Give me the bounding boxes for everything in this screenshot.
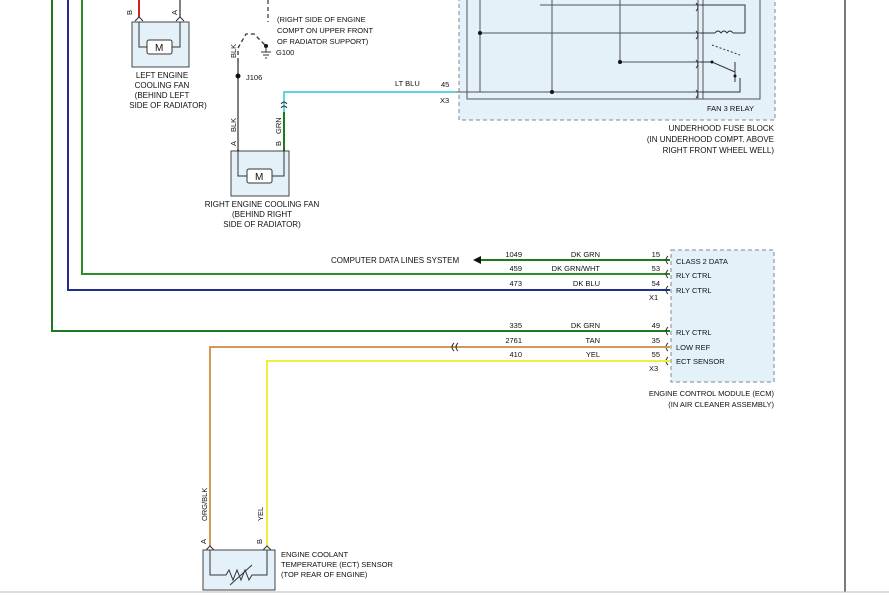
ecm-row-1049: 1049 DK GRN 15 CLASS 2 DATA <box>505 250 728 266</box>
pin-function: ECT SENSOR <box>676 357 725 366</box>
ecm-connector-x3: X3 <box>649 364 658 373</box>
right-fan-pin-a-color: BLK <box>229 118 238 132</box>
ecm-row-2761: 2761 TAN 35 LOW REF <box>505 336 710 352</box>
wire-color: TAN <box>586 336 600 345</box>
ect-pin-b: B <box>255 539 264 544</box>
motor-icon <box>146 39 173 55</box>
ect-label-2: TEMPERATURE (ECT) SENSOR <box>281 560 394 569</box>
ecm-row-335: 335 DK GRN 49 RLY CTRL <box>509 321 711 337</box>
ect-label-1: ENGINE COOLANT <box>281 550 349 559</box>
ecm-box <box>670 249 775 383</box>
pin-number: 55 <box>652 350 660 359</box>
left-fan-label-2: COOLING FAN <box>135 81 190 90</box>
fuse-block-label-3: RIGHT FRONT WHEEL WELL) <box>663 146 775 155</box>
data-lines-label: COMPUTER DATA LINES SYSTEM <box>331 256 460 265</box>
ect-label-3: (TOP REAR OF ENGINE) <box>281 570 368 579</box>
fan-3-relay-label: FAN 3 RELAY <box>707 104 754 113</box>
pin-function: RLY CTRL <box>676 271 712 280</box>
ground-wire-color: BLK <box>229 44 238 58</box>
right-fan-pin-a: A <box>229 141 238 146</box>
ecm-connector-x1: X1 <box>649 293 658 302</box>
right-fan-label-3: SIDE OF RADIATOR) <box>223 220 301 229</box>
ground-label-2: COMPT ON UPPER FRONT <box>277 26 374 35</box>
fuse-block-label-2: (IN UNDERHOOD COMPT. ABOVE <box>647 135 774 144</box>
fuse-block-label-1: UNDERHOOD FUSE BLOCK <box>669 124 775 133</box>
pin-function: RLY CTRL <box>676 328 712 337</box>
pin-number: 49 <box>652 321 660 330</box>
ect-sensor-box <box>202 549 276 591</box>
motor-icon <box>246 168 273 184</box>
wire-lt-blu <box>283 91 456 112</box>
pin-function: RLY CTRL <box>676 286 712 295</box>
circuit-number: 2761 <box>505 336 522 345</box>
circuit-number: 459 <box>509 264 522 273</box>
ecm-row-459: 459 DK GRN/WHT 53 RLY CTRL <box>509 264 711 280</box>
right-fan-label-1: RIGHT ENGINE COOLING FAN <box>205 200 320 209</box>
connector-icon <box>665 255 669 366</box>
fuse-block-box <box>458 0 776 121</box>
connector-icon <box>205 545 272 551</box>
ground-wire <box>237 33 267 62</box>
ground-label-3: OF RADIATOR SUPPORT) <box>277 37 369 46</box>
wire-2761-tan <box>209 346 670 546</box>
pin-function: CLASS 2 DATA <box>676 257 728 266</box>
pin-number: 35 <box>652 336 660 345</box>
ect-pin-a: A <box>199 539 208 544</box>
right-fan-pin-b-color: GRN <box>274 117 283 134</box>
wire-473-dk-blu <box>67 0 670 291</box>
circuit-number: 473 <box>509 279 522 288</box>
lt-blu-label: LT BLU <box>395 79 420 88</box>
resistor-icon <box>209 550 268 582</box>
ect-pin-a-color: ORG/BLK <box>200 488 209 521</box>
wire-color: DK BLU <box>573 279 600 288</box>
wire-color: DK GRN/WHT <box>552 264 601 273</box>
wire-color: YEL <box>586 350 600 359</box>
pin-number: 54 <box>652 279 660 288</box>
wire-color: DK GRN <box>571 321 600 330</box>
wire-459-dk-grn-wht <box>81 0 670 275</box>
pin-function: LOW REF <box>676 343 711 352</box>
arrow-icon <box>473 256 481 264</box>
fuse-pin: 45 <box>441 80 449 89</box>
circuit-number: 335 <box>509 321 522 330</box>
wire-410-yel <box>266 360 670 546</box>
fuse-connector: X3 <box>440 96 449 105</box>
circuit-number: 1049 <box>505 250 522 259</box>
ecm-row-410: 410 YEL 55 ECT SENSOR <box>509 350 725 366</box>
ecm-label-1: ENGINE CONTROL MODULE (ECM) <box>649 389 775 398</box>
fan-3-relay-box <box>697 0 761 100</box>
left-fan-label-4: SIDE OF RADIATOR) <box>129 101 207 110</box>
pin-number: 53 <box>652 264 660 273</box>
ect-pin-b-color: YEL <box>256 507 265 521</box>
right-fan-pin-b: B <box>274 141 283 146</box>
ecm-label-2: (IN AIR CLEANER ASSEMBLY) <box>668 400 774 409</box>
pin-number: 15 <box>652 250 660 259</box>
ecm-row-473: 473 DK BLU 54 RLY CTRL <box>509 279 711 295</box>
left-fan-motor: M <box>155 43 163 54</box>
circuit-number: 410 <box>509 350 522 359</box>
left-fan-pin-b: B <box>125 10 134 15</box>
wire-335-dk-grn <box>51 0 670 332</box>
left-fan-label-3: (BEHIND LEFT <box>135 91 190 100</box>
right-fan-label-2: (BEHIND RIGHT <box>232 210 292 219</box>
splice-id: J106 <box>246 73 262 82</box>
wire-color: DK GRN <box>571 250 600 259</box>
splice-icon <box>235 73 241 79</box>
ground-label-1: (RIGHT SIDE OF ENGINE <box>277 15 366 24</box>
left-fan-pin-a: A <box>170 10 179 15</box>
ground-icon <box>261 46 271 59</box>
connector-icon <box>134 16 185 22</box>
left-fan-label-1: LEFT ENGINE <box>136 71 188 80</box>
right-fan-motor: M <box>255 172 263 183</box>
ground-id: G100 <box>276 48 294 57</box>
